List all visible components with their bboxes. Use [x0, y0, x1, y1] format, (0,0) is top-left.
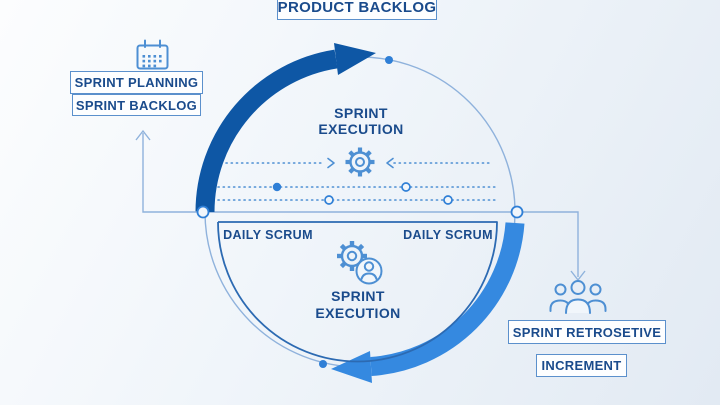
sprint-retrospective-text: SPRINT RETROSETIVE — [512, 324, 662, 340]
sprint-retrospective-label: SPRINT RETROSETIVE — [508, 320, 666, 344]
product-backlog-text: PRODUCT BACKLOG — [277, 0, 437, 16]
arrow-right-icon — [327, 157, 335, 169]
sprint-execution-top-line1: SPRINT — [334, 105, 388, 121]
sprint-execution-top-line2: EXECUTION — [318, 121, 404, 137]
daily-scrum-label-right: DAILY SCRUM — [403, 228, 493, 242]
sprint-planning-text: SPRINT PLANNING — [74, 75, 199, 90]
arrow-up-icon — [135, 129, 151, 141]
sprint-planning-label: SPRINT PLANNING — [70, 71, 203, 94]
increment-text: INCREMENT — [541, 358, 622, 373]
clockwise-arrow-bottom — [331, 222, 525, 383]
daily-scrum-label-left: DAILY SCRUM — [223, 228, 313, 242]
sprint-execution-bottom-line1: SPRINT — [331, 288, 385, 304]
gear-user-icon — [337, 241, 383, 285]
sprint-execution-title-top: SPRINT EXECUTION — [318, 105, 403, 137]
calendar-dots — [142, 55, 162, 68]
sprint-execution-title-bottom: SPRINT EXECUTION — [315, 288, 400, 322]
gear-icon — [345, 147, 375, 177]
calendar-icon — [136, 39, 169, 70]
planning-connector — [135, 129, 197, 213]
sprint-task-lines — [217, 157, 499, 205]
task-dot-open — [443, 195, 453, 205]
task-dot-open — [401, 182, 411, 192]
sprint-backlog-label: SPRINT BACKLOG — [72, 94, 201, 116]
ring-dot-bottom — [319, 360, 327, 368]
sprint-backlog-text: SPRINT BACKLOG — [75, 97, 198, 113]
clockwise-arrow-top — [195, 43, 376, 213]
task-dot-open — [324, 195, 334, 205]
sprint-execution-bottom-line2: EXECUTION — [315, 305, 401, 321]
baseline-endpoint-right — [510, 205, 524, 219]
retrospective-connector — [523, 211, 586, 282]
arrow-left-icon — [386, 157, 394, 169]
people-icon — [549, 280, 607, 314]
ring-dot-top — [385, 56, 393, 64]
daily-scrum-bowl — [217, 221, 498, 363]
baseline-endpoint-left — [196, 205, 210, 219]
product-backlog-label: PRODUCT BACKLOG — [277, 0, 437, 20]
increment-label: INCREMENT — [536, 354, 627, 377]
task-dot-filled — [272, 182, 282, 192]
